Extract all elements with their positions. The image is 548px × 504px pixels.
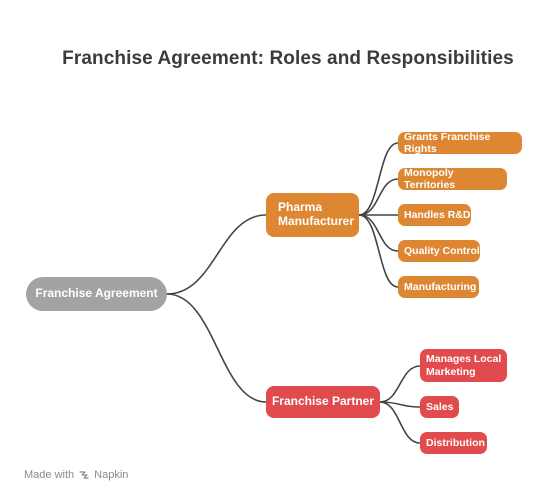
connector-partner-leaf-1 (379, 365, 421, 403)
watermark-prefix: Made with (24, 469, 75, 481)
connector-pharma-leaf-2 (358, 178, 399, 216)
connector-pharma-leaf-1 (358, 142, 399, 216)
leaf-node-distribution: Distribution (420, 432, 487, 454)
root-node: Franchise Agreement (26, 277, 167, 311)
napkin-watermark: Made with Napkin (24, 469, 128, 481)
leaf-node-manufacturing: Manufacturing (398, 276, 479, 298)
leaf-node-handles-rnd: Handles R&D (398, 204, 471, 226)
connector-partner-leaf-3 (379, 401, 421, 444)
watermark-brand: Napkin (94, 469, 129, 481)
napkin-logo-icon (79, 471, 89, 479)
connector-pharma-leaf-4 (358, 214, 399, 252)
connector-root-pharma (166, 214, 267, 295)
leaf-node-monopoly-territories: Monopoly Territories (398, 167, 507, 191)
branch-node-pharma-manufacturer: Pharma Manufacturer (266, 193, 359, 237)
branch-label-pharma: Pharma Manufacturer (278, 200, 355, 228)
leaf-node-manages-local-marketing: Manages Local Marketing (420, 349, 507, 382)
branch-node-franchise-partner: Franchise Partner (266, 386, 380, 418)
leaf-label-manages-local-marketing: Manages Local Marketing (426, 353, 502, 378)
diagram-title: Franchise Agreement: Roles and Responsib… (62, 48, 514, 69)
leaf-node-quality-control: Quality Control (398, 240, 480, 262)
leaf-node-grants-franchise-rights: Grants Franchise Rights (398, 131, 522, 155)
leaf-node-sales: Sales (420, 396, 459, 418)
connector-root-partner (166, 293, 267, 403)
connector-pharma-leaf-5 (358, 214, 399, 288)
